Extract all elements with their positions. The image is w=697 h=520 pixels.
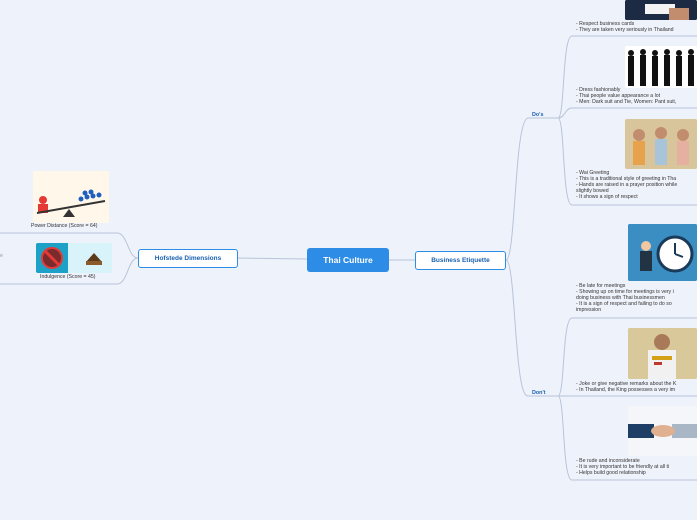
indulgence-image	[36, 243, 112, 273]
hofstede-indulgence-link	[0, 257, 139, 285]
donts-link-1	[557, 317, 697, 397]
etiquette-donts-link	[505, 259, 558, 397]
handshake-photo	[628, 406, 697, 456]
donts-item-3-text: - Be rude and inconsiderate - It is very…	[576, 458, 670, 476]
hofstede-power-link	[0, 232, 139, 259]
power-distance-image	[33, 171, 109, 223]
hofstede-dimensions-topic[interactable]: Hofstede Dimensions	[138, 249, 238, 268]
donts-link-3	[557, 395, 697, 481]
suited-hand-photo	[625, 0, 697, 20]
donts-subtopic[interactable]: Don't	[532, 390, 546, 396]
dos-item-2-text: - Dress fashionably - Thai people value …	[576, 87, 677, 105]
etiquette-dos-link	[505, 117, 558, 261]
indulgence-icon	[36, 243, 102, 273]
clock-businessman-icon	[628, 224, 697, 281]
dos-subtopic[interactable]: Do's	[532, 112, 544, 118]
power-distance-caption: Power Distance (Score = 64)	[31, 223, 98, 229]
king-portrait-photo	[628, 328, 697, 379]
business-people-silhouettes	[625, 46, 697, 88]
indulgence-caption: Indulgence (Score = 45)	[40, 274, 96, 280]
dos-item-1-text: - Respect business cards - They are take…	[576, 21, 674, 33]
root-hofstede-link	[237, 257, 308, 260]
central-topic[interactable]: Thai Culture	[307, 248, 389, 272]
offscreen-branch-fragment: e	[0, 253, 3, 259]
dos-item-3-text: - Wai Greeting - This is a traditional s…	[576, 170, 678, 200]
donts-item-2-text: - Joke or give negative remarks about th…	[576, 381, 677, 393]
dos-link-2	[557, 107, 697, 119]
seesaw-icon	[36, 189, 106, 217]
wai-greeting-photo	[625, 119, 697, 169]
dos-link-1	[557, 35, 697, 119]
business-etiquette-topic[interactable]: Business Etiquette	[415, 251, 506, 270]
dos-link-3	[557, 117, 697, 206]
donts-item-1-text: - Be late for meetings - Showing up on t…	[576, 283, 674, 313]
